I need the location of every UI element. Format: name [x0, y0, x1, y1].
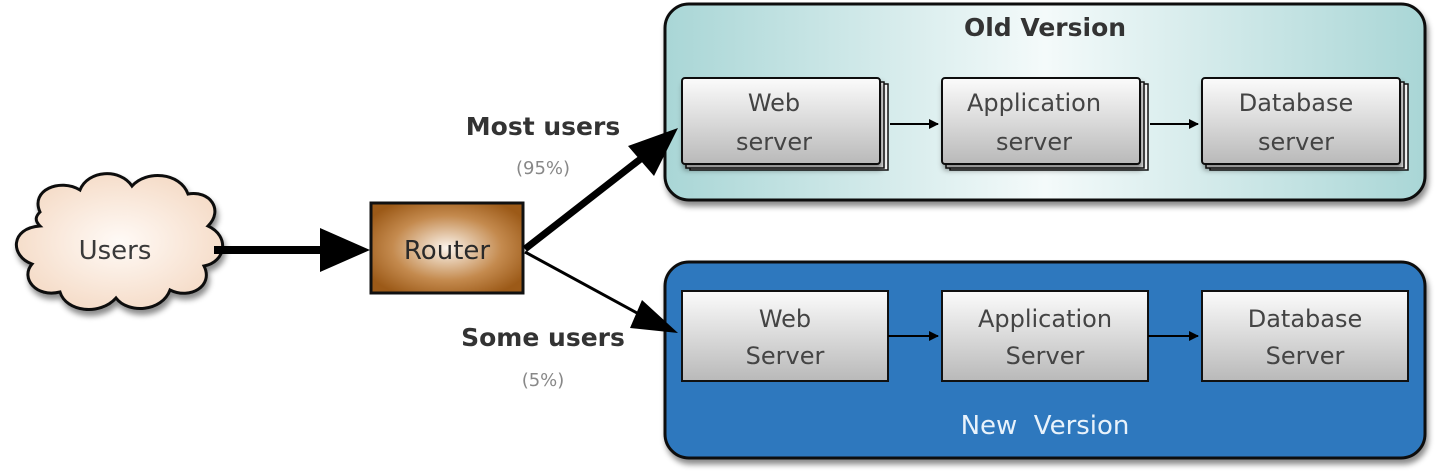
router-to-new-arrowhead [630, 300, 678, 333]
old-version-title: Old Version [964, 13, 1126, 42]
some-users-label: Some users [461, 323, 625, 352]
new-web-server: Web Server [681, 290, 889, 382]
new-version-title: New Version [961, 411, 1130, 441]
new-database-server-line1: Database [1248, 305, 1363, 333]
router-to-new-arrow [524, 250, 649, 321]
router-to-old-arrowhead [628, 128, 678, 176]
users-label: Users [79, 236, 152, 266]
router-node: Router [369, 201, 525, 295]
new-application-server-line1: Application [978, 305, 1112, 333]
new-web-server-line1: Web [759, 305, 811, 333]
old-web-server-line1: Web [748, 89, 800, 117]
old-database-server-line2: server [1258, 128, 1334, 156]
old-application-server-line1: Application [967, 89, 1101, 117]
new-application-server: Application Server [941, 290, 1149, 382]
router-to-old-arrow [522, 147, 655, 252]
old-database-server: Database server [1201, 77, 1409, 171]
new-web-server-line2: Server [746, 342, 825, 370]
old-application-server: Application server [941, 77, 1149, 171]
users-cloud: Users [15, 172, 225, 311]
cloud-icon [15, 172, 225, 311]
most-users-share: (95%) [516, 158, 570, 179]
most-users-label: Most users [466, 112, 620, 141]
new-database-server: Database Server [1201, 290, 1409, 382]
old-web-server: Web server [681, 77, 889, 171]
new-database-server-line2: Server [1266, 342, 1345, 370]
router-label: Router [404, 236, 490, 266]
old-web-server-line2: server [736, 128, 812, 156]
old-database-server-line1: Database [1239, 89, 1354, 117]
old-application-server-line2: server [996, 128, 1072, 156]
new-application-server-line2: Server [1006, 342, 1085, 370]
users-to-router-arrowhead [320, 228, 370, 272]
some-users-share: (5%) [522, 370, 565, 391]
